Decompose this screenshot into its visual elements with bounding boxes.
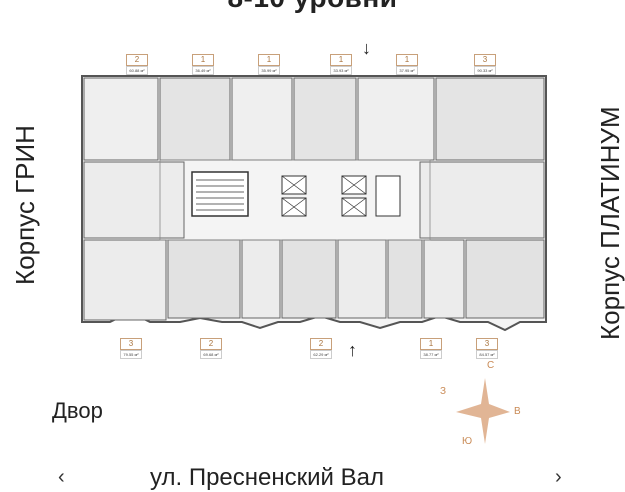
- apartment-bottom-3: [241, 239, 281, 319]
- apartment-bottom-1: [83, 239, 167, 321]
- compass-north-label: С: [487, 360, 495, 371]
- street-label: ул. Пресненский Вал: [150, 464, 384, 491]
- apartment-right-wing: [419, 161, 545, 239]
- compass-west-label: З: [440, 386, 447, 397]
- apartment-bottom-2: [167, 239, 241, 319]
- entry-arrow-up-icon: ↑: [348, 340, 357, 360]
- compass-east-label: В: [514, 406, 521, 417]
- stair-core-2: [375, 175, 401, 217]
- arrow-left-icon: ‹: [58, 466, 65, 488]
- apartment-top-6: [435, 77, 545, 161]
- apartment-top-5: [357, 77, 435, 161]
- yard-label: Двор: [52, 398, 103, 423]
- floor-plan: [81, 75, 547, 444]
- building-right-label: Корпус ПЛАТИНУМ: [595, 106, 625, 340]
- apartment-bottom-5: [337, 239, 387, 319]
- apartment-top-1: [83, 77, 159, 161]
- arrow-right-icon: ›: [555, 466, 562, 488]
- apartment-top-2: [159, 77, 231, 161]
- corridor: [159, 159, 431, 241]
- apartment-bottom-6: [387, 239, 423, 319]
- page-title: 8-10 уровни: [0, 0, 625, 14]
- apartment-top-4: [293, 77, 357, 161]
- apartment-top-3: [231, 77, 293, 161]
- apartment-bottom-7: [423, 239, 465, 319]
- apartment-bottom-4: [281, 239, 337, 319]
- stair-core: [191, 171, 249, 217]
- entry-arrow-down-icon: ↓: [362, 38, 371, 58]
- building-left-label: Корпус ГРИН: [10, 125, 40, 285]
- apartment-left-wing: [83, 161, 185, 239]
- compass-south-label: Ю: [462, 436, 473, 447]
- compass-icon: [456, 378, 510, 444]
- apartment-bottom-8: [465, 239, 545, 319]
